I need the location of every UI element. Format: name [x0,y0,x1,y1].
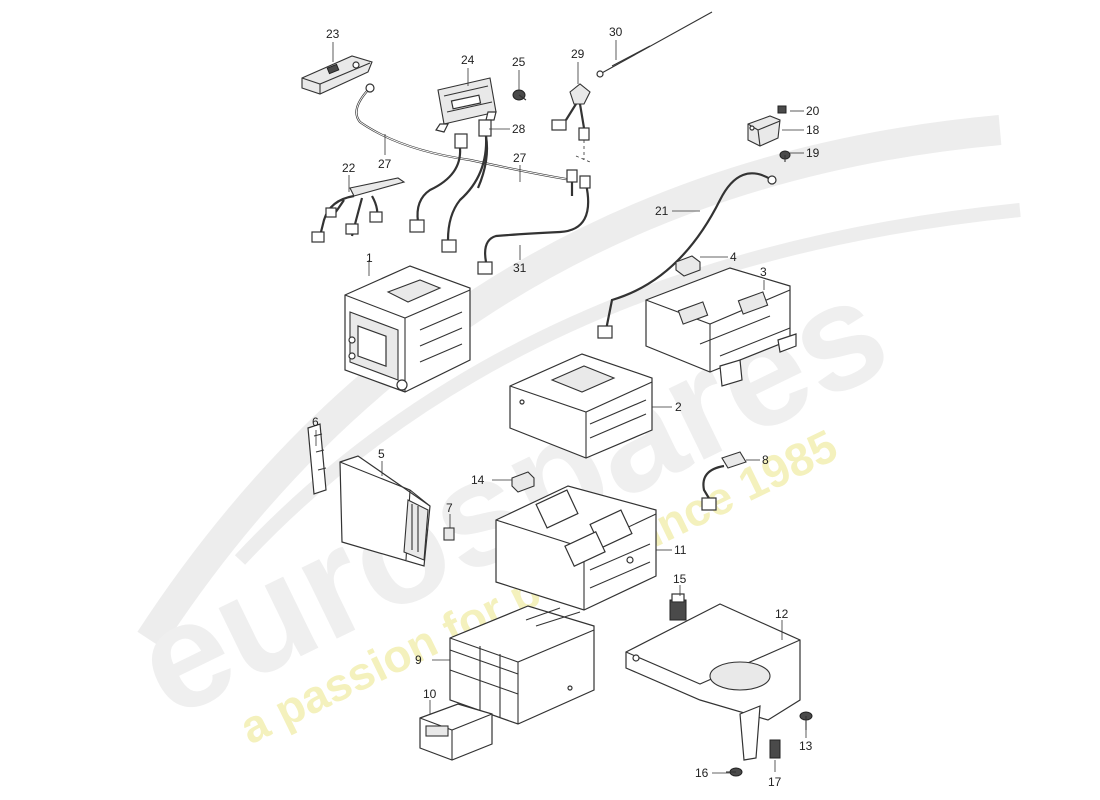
part-18-antenna-module [747,115,781,147]
part-28-connector-harness [409,119,492,253]
part-19-screw [779,150,791,162]
part-16-screw [726,767,743,777]
callout-18: 18 [806,123,820,137]
callout-1: 1 [366,251,373,265]
callout-12: 12 [775,607,789,621]
callout-31: 31 [513,261,527,275]
part-2-drive-housing [509,353,653,459]
part-22-wiring-harness [311,177,406,243]
watermark-swoosh [137,115,1002,649]
callout-21: 21 [655,204,669,218]
callout-25: 25 [512,55,526,69]
callout-7: 7 [446,501,453,515]
part-3-mounting-bracket [645,267,797,387]
part-29-antenna-adapter [551,83,591,163]
part-23-antenna-amplifier [301,55,373,95]
part-31-extension-cable [477,175,591,275]
part-8-connector-cable [701,451,747,511]
callout-29: 29 [571,47,585,61]
part-15-relay [669,593,687,621]
part-11-frame-cage [495,485,657,611]
callout-24: 24 [461,53,475,67]
part-6-side-bracket [307,423,327,495]
callout-22: 22 [342,161,356,175]
callout-6: 6 [312,415,319,429]
callout-14: 14 [471,473,485,487]
part-12-support-bracket [625,603,801,761]
part-30-rod-antenna [596,11,713,78]
leader-lines [315,40,807,774]
callout-13: 13 [799,739,813,753]
callout-28: 28 [512,122,526,136]
callout-numbers: 23 24 25 29 30 28 27 27 22 20 18 19 21 3… [312,25,820,789]
callout-11: 11 [674,543,687,557]
part-1-navigation-radio-unit [344,265,471,393]
callout-15: 15 [673,572,687,586]
part-4-clip [675,255,701,277]
callout-4: 4 [730,250,737,264]
callout-3: 3 [760,265,767,279]
part-25-screw [512,89,527,101]
callout-27-right: 27 [513,151,527,165]
callout-20: 20 [806,104,820,118]
part-17-clip-nut [769,739,781,759]
callout-17: 17 [768,775,782,789]
part-9-cd-changer [449,605,595,725]
part-24-control-bracket [435,77,497,133]
part-5-control-module [339,455,431,567]
part-13-screw [799,711,813,730]
callout-10: 10 [423,687,437,701]
part-10-cd-magazine [419,703,493,761]
callout-9: 9 [415,653,422,667]
callout-5: 5 [378,447,385,461]
callout-23: 23 [326,27,340,41]
part-7-clip [443,527,455,541]
callout-30: 30 [609,25,623,39]
callout-16: 16 [695,766,709,780]
callout-8: 8 [762,453,769,467]
part-27-antenna-cables [355,83,578,196]
callout-27-left: 27 [378,157,392,171]
callout-19: 19 [806,146,820,160]
callout-2: 2 [675,400,682,414]
part-20-nut [777,105,787,114]
part-14-clip [511,471,535,493]
part-21-antenna-cable [597,172,777,339]
